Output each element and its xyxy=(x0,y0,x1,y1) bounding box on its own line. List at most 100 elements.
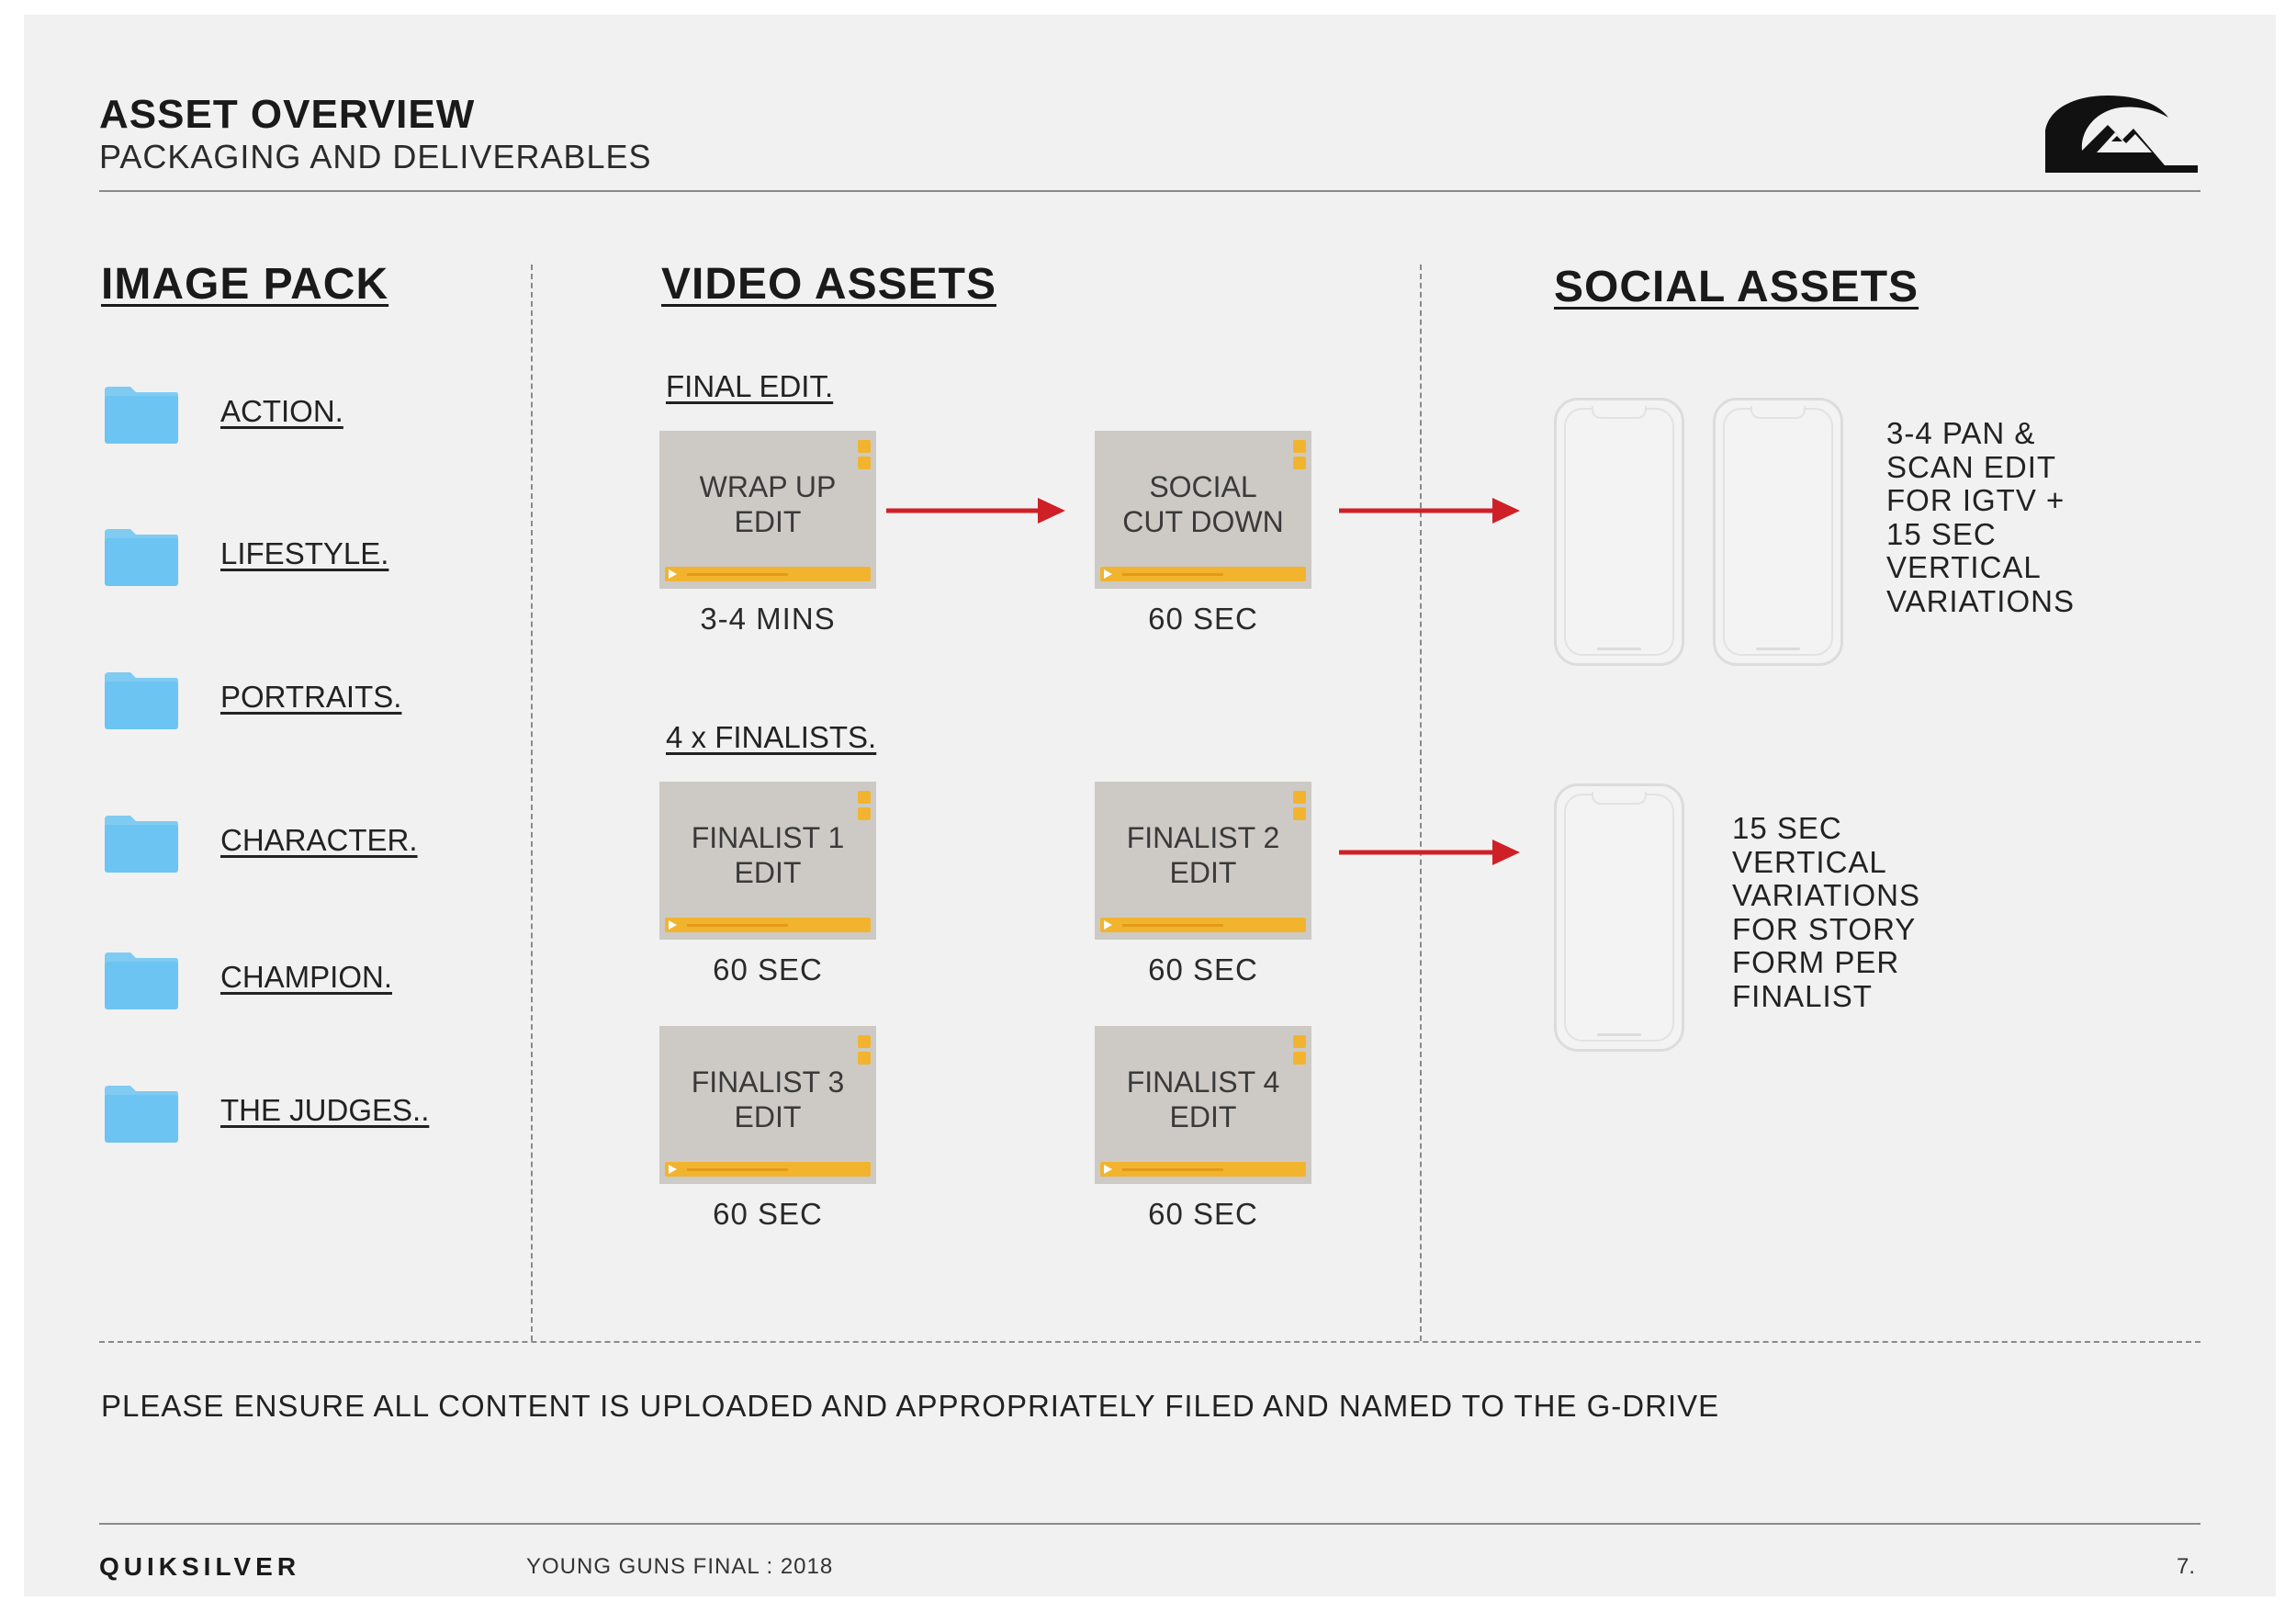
video-title: WRAP UP EDIT xyxy=(699,470,837,538)
player-side-icons xyxy=(1293,791,1306,824)
social-block-2-line: FINALIST xyxy=(1732,978,1873,1013)
upload-instruction: PLEASE ENSURE ALL CONTENT IS UPLOADED AN… xyxy=(101,1389,1720,1423)
video-duration: 60 SEC xyxy=(713,952,823,986)
video-title: SOCIAL CUT DOWN xyxy=(1122,470,1284,538)
folder-item[interactable]: THE JUDGES.. xyxy=(103,1082,489,1146)
social-block-1-line: 3-4 PAN & xyxy=(1886,416,2036,450)
later-icon xyxy=(858,456,871,469)
progress-track xyxy=(687,1168,788,1171)
social-block-1-line: VARIATIONS xyxy=(1886,583,2075,618)
folder-icon xyxy=(105,952,178,1009)
page-title: ASSET OVERVIEW xyxy=(99,92,476,137)
folder-label: PORTRAITS. xyxy=(220,680,402,714)
progress-track xyxy=(1122,1168,1223,1171)
finalists-label: 4 x FINALISTS. xyxy=(666,720,877,754)
like-icon xyxy=(858,440,871,453)
folder-icon xyxy=(105,529,178,586)
final-edit-label: FINAL EDIT. xyxy=(666,369,834,403)
player-control-bar xyxy=(665,1162,871,1177)
social-block-2-line: VARIATIONS xyxy=(1732,878,1920,912)
progress-track xyxy=(687,573,788,576)
folder-icon xyxy=(105,672,178,729)
play-icon xyxy=(669,569,677,579)
social-block-1-line: 15 SEC xyxy=(1886,516,1997,551)
column-divider-right xyxy=(1420,265,1422,1341)
social-block-1-line: VERTICAL xyxy=(1886,550,2042,584)
footer-divider xyxy=(99,1523,2200,1525)
social-block-2-line: FOR STORY xyxy=(1732,911,1917,946)
video-duration: 60 SEC xyxy=(713,1197,823,1231)
image-pack-heading: IMAGE PACK xyxy=(101,260,389,309)
later-icon xyxy=(858,807,871,820)
player-side-icons xyxy=(858,440,871,473)
player-side-icons xyxy=(1293,440,1306,473)
video-thumbnail[interactable]: FINALIST 4 EDIT xyxy=(1095,1026,1311,1184)
folder-icon xyxy=(105,816,178,873)
progress-track xyxy=(687,924,788,927)
folder-icon xyxy=(105,1086,178,1143)
smartphone-outline-icon xyxy=(1713,398,1843,666)
social-block-1: 3-4 PAN & SCAN EDIT FOR IGTV + 15 SEC VE… xyxy=(1886,416,2075,618)
progress-track xyxy=(1122,573,1223,576)
folder-item[interactable]: CHARACTER. xyxy=(103,812,489,876)
video-duration: 60 SEC xyxy=(1148,1197,1258,1231)
player-control-bar xyxy=(665,918,871,932)
social-block-1-line: FOR IGTV + xyxy=(1886,483,2065,517)
player-side-icons xyxy=(1293,1035,1306,1068)
play-icon xyxy=(1104,920,1112,930)
video-title: FINALIST 4 EDIT xyxy=(1126,1065,1280,1133)
like-icon xyxy=(1293,1035,1306,1048)
folder-label: ACTION. xyxy=(220,394,343,428)
folder-item[interactable]: CHAMPION. xyxy=(103,949,489,1013)
player-control-bar xyxy=(665,567,871,581)
social-block-2-line: FORM PER xyxy=(1732,945,1900,979)
video-thumbnail[interactable]: FINALIST 1 EDIT xyxy=(659,782,876,940)
quiksilver-logo-icon xyxy=(2045,96,2198,173)
video-duration: 3-4 MINS xyxy=(700,602,836,636)
folder-label: CHAMPION. xyxy=(220,960,393,994)
video-duration: 60 SEC xyxy=(1148,602,1258,636)
social-block-2: 15 SEC VERTICAL VARIATIONS FOR STORY FOR… xyxy=(1732,811,1920,1013)
later-icon xyxy=(858,1052,871,1065)
video-assets-heading: VIDEO ASSETS xyxy=(661,260,996,309)
brand-wordmark: QUIKSILVER xyxy=(99,1552,301,1581)
later-icon xyxy=(1293,1052,1306,1065)
smartphone-outline-icon xyxy=(1554,398,1684,666)
video-thumbnail[interactable]: FINALIST 3 EDIT xyxy=(659,1026,876,1184)
video-thumbnail[interactable]: FINALIST 2 EDIT xyxy=(1095,782,1311,940)
like-icon xyxy=(858,791,871,804)
video-title: FINALIST 2 EDIT xyxy=(1126,821,1280,889)
player-control-bar xyxy=(1100,918,1306,932)
folder-label: LIFESTYLE. xyxy=(220,536,389,570)
player-control-bar xyxy=(1100,1162,1306,1177)
smartphone-outline-icon xyxy=(1554,783,1684,1052)
social-assets-heading: SOCIAL ASSETS xyxy=(1554,263,1919,311)
social-block-2-line: VERTICAL xyxy=(1732,844,1887,879)
player-side-icons xyxy=(858,791,871,824)
like-icon xyxy=(858,1035,871,1048)
play-icon xyxy=(1104,1165,1112,1174)
play-icon xyxy=(1104,569,1112,579)
folder-item[interactable]: LIFESTYLE. xyxy=(103,525,489,590)
page-number: 7. xyxy=(2177,1554,2196,1579)
player-side-icons xyxy=(858,1035,871,1068)
footer-dashed-divider xyxy=(99,1341,2200,1343)
like-icon xyxy=(1293,791,1306,804)
header-divider xyxy=(99,190,2200,192)
folder-icon xyxy=(105,387,178,444)
progress-track xyxy=(1122,924,1223,927)
folder-label: CHARACTER. xyxy=(220,823,418,857)
video-duration: 60 SEC xyxy=(1148,952,1258,986)
player-control-bar xyxy=(1100,567,1306,581)
like-icon xyxy=(1293,440,1306,453)
play-icon xyxy=(669,920,677,930)
video-title: FINALIST 3 EDIT xyxy=(691,1065,845,1133)
video-thumbnail[interactable]: SOCIAL CUT DOWN xyxy=(1095,431,1311,589)
video-thumbnail[interactable]: WRAP UP EDIT xyxy=(659,431,876,589)
folder-item[interactable]: PORTRAITS. xyxy=(103,669,489,733)
play-icon xyxy=(669,1165,677,1174)
video-title: FINALIST 1 EDIT xyxy=(691,821,845,889)
event-name: YOUNG GUNS FINAL : 2018 xyxy=(526,1554,834,1579)
folder-label: THE JUDGES.. xyxy=(220,1093,430,1127)
folder-item[interactable]: ACTION. xyxy=(103,383,489,447)
